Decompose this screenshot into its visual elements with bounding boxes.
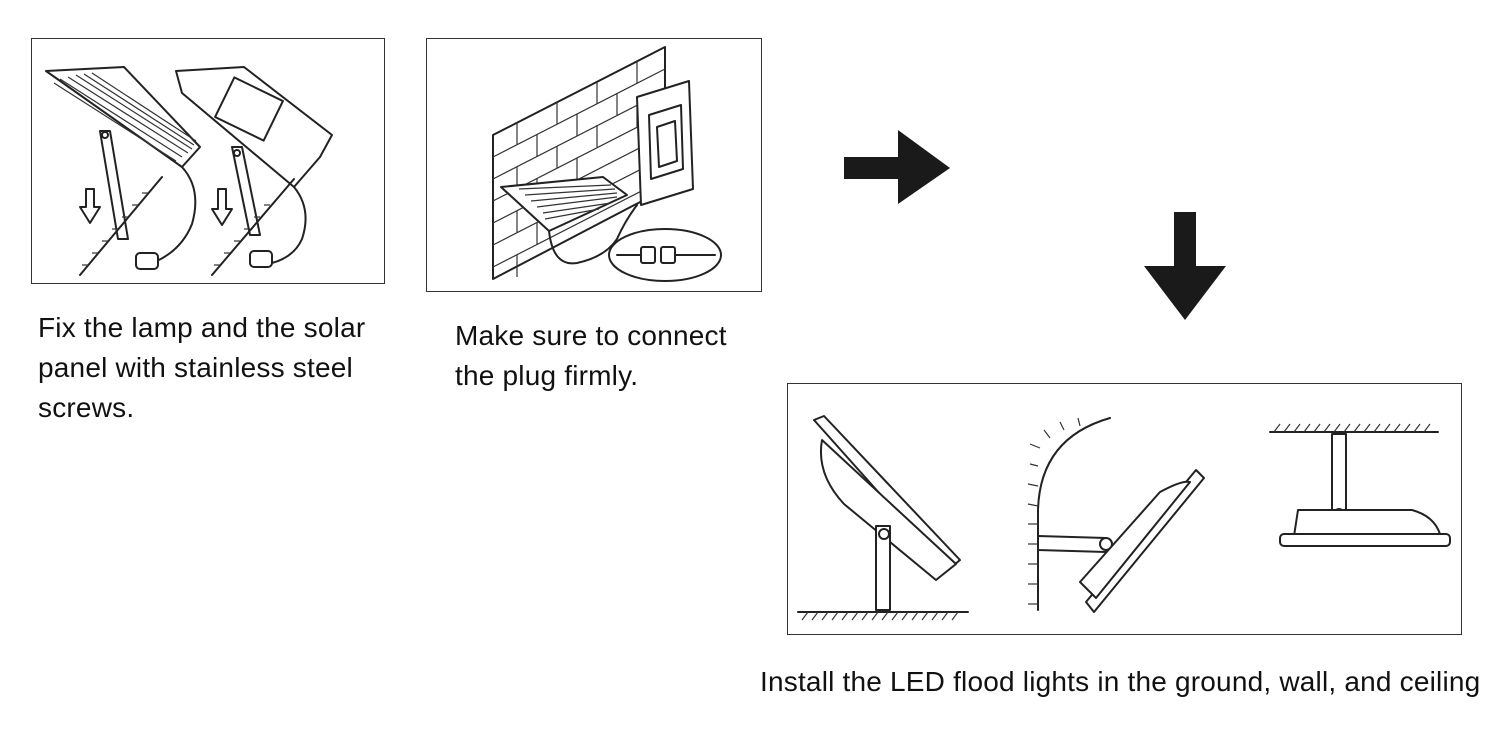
step1-caption: Fix the lamp and the solar panel with st… bbox=[38, 312, 366, 423]
step2-illustration-panel bbox=[426, 38, 762, 292]
down-arrow-icon bbox=[1144, 212, 1228, 327]
step1-illustration-panel bbox=[31, 38, 385, 284]
step3-illustration-panel bbox=[787, 383, 1462, 635]
right-arrow-icon bbox=[844, 130, 954, 211]
mounting-options-illustration bbox=[797, 415, 1451, 621]
step3-caption: Install the LED flood lights in the grou… bbox=[760, 666, 1481, 697]
step2-caption: Make sure to connect the plug firmly. bbox=[455, 320, 727, 391]
wall-plug-illustration bbox=[492, 46, 722, 282]
lamp-solar-panel-illustration bbox=[45, 66, 333, 276]
